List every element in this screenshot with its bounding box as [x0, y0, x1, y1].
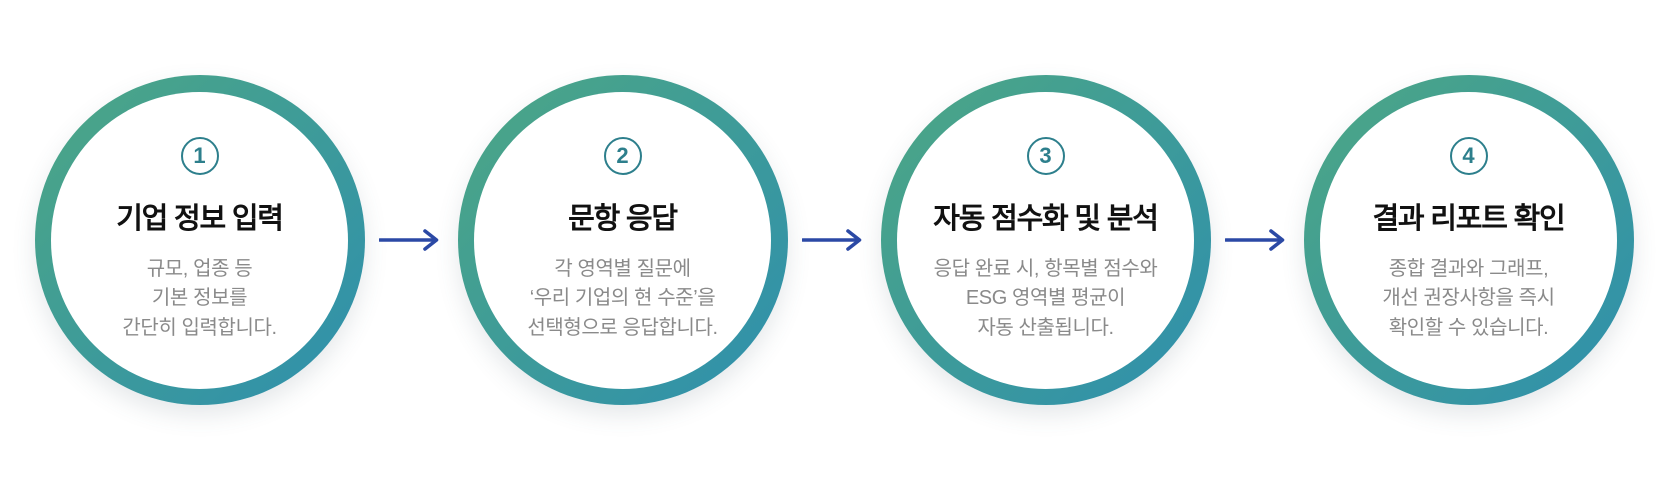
step-3-content: 3 자동 점수화 및 분석 응답 완료 시, 항목별 점수와 ESG 영역별 평…	[897, 91, 1194, 389]
step-4-content: 4 결과 리포트 확인 종합 결과와 그래프, 개선 권장사항을 즉시 확인할 …	[1320, 91, 1617, 389]
step-title: 기업 정보 입력	[116, 202, 284, 235]
step-2-content: 2 문항 응답 각 영역별 질문에 ‘우리 기업의 현 수준’을 선택형으로 응…	[474, 91, 771, 389]
arrow-right-icon	[1211, 228, 1304, 252]
step-number: 2	[616, 142, 629, 168]
step-1-content: 1 기업 정보 입력 규모, 업종 등 기본 정보를 간단히 입력합니다.	[51, 91, 348, 389]
step-number: 3	[1039, 142, 1052, 168]
step-4-number-badge: 4	[1449, 136, 1488, 175]
step-1-number-badge: 1	[180, 136, 219, 175]
step-2-circle: 2 문항 응답 각 영역별 질문에 ‘우리 기업의 현 수준’을 선택형으로 응…	[457, 75, 788, 405]
step-3-number-badge: 3	[1026, 136, 1065, 175]
step-number: 1	[193, 142, 206, 168]
step-1-circle: 1 기업 정보 입력 규모, 업종 등 기본 정보를 간단히 입력합니다.	[34, 75, 365, 405]
step-description: 각 영역별 질문에 ‘우리 기업의 현 수준’을 선택형으로 응답합니다.	[527, 257, 718, 339]
arrow-right-icon	[788, 228, 881, 252]
step-number: 4	[1462, 142, 1475, 168]
step-3-circle: 3 자동 점수화 및 분석 응답 완료 시, 항목별 점수와 ESG 영역별 평…	[880, 75, 1211, 405]
step-2-number-badge: 2	[603, 136, 642, 175]
step-title: 자동 점수화 및 분석	[933, 202, 1159, 235]
step-description: 규모, 업종 등 기본 정보를 간단히 입력합니다.	[122, 257, 277, 339]
step-description: 응답 완료 시, 항목별 점수와 ESG 영역별 평균이 자동 산출됩니다.	[933, 257, 1158, 339]
step-description: 종합 결과와 그래프, 개선 권장사항을 즉시 확인할 수 있습니다.	[1382, 257, 1555, 339]
step-title: 결과 리포트 확인	[1372, 202, 1565, 235]
step-title: 문항 응답	[568, 202, 678, 235]
arrow-right-icon	[365, 228, 458, 252]
step-4-circle: 4 결과 리포트 확인 종합 결과와 그래프, 개선 권장사항을 즉시 확인할 …	[1303, 75, 1634, 405]
